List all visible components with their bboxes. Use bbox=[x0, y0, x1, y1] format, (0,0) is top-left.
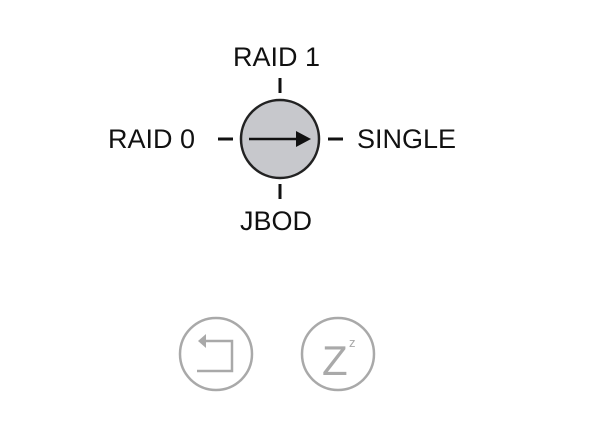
back-button[interactable] bbox=[178, 316, 254, 392]
position-label-single: SINGLE bbox=[357, 124, 457, 154]
back-arrow-icon bbox=[197, 334, 234, 373]
position-label-raid1: RAID 1 bbox=[233, 42, 321, 72]
position-label-raid0: RAID 0 bbox=[108, 124, 196, 154]
sleep-z-small-glyph: z bbox=[349, 335, 356, 350]
mode-selector-knob[interactable] bbox=[239, 98, 321, 180]
sleep-button[interactable]: Z z bbox=[300, 316, 376, 392]
sleep-z-glyph: Z bbox=[322, 337, 348, 384]
knob-pointer-arrow-icon bbox=[249, 131, 311, 147]
position-label-jbod: JBOD bbox=[240, 206, 313, 236]
sleep-z-icon: Z z bbox=[322, 335, 356, 384]
